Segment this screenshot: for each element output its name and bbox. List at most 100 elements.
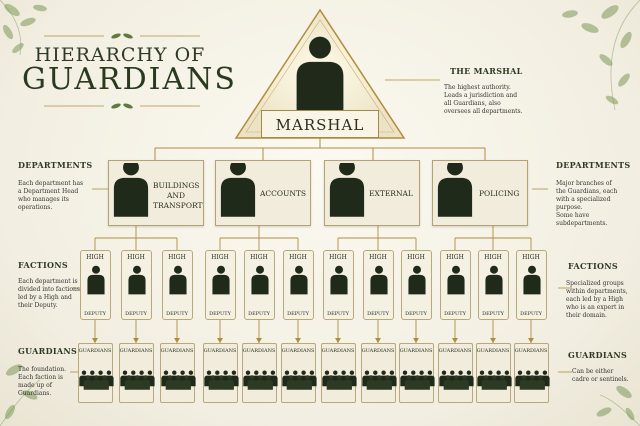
faction-high-label: HIGH bbox=[86, 254, 104, 261]
guardians-card: GUARDIANS bbox=[437, 343, 474, 403]
factions-right-heading: FACTIONS bbox=[568, 261, 618, 271]
person-silhouette-icon bbox=[127, 265, 146, 295]
guardians-label: GUARDIANS bbox=[78, 348, 112, 354]
guardians-label: GUARDIANS bbox=[281, 348, 315, 354]
department-accounts: ACCOUNTS bbox=[215, 160, 311, 226]
guardians-left-text: The foundation.Each faction is made up o… bbox=[18, 366, 67, 397]
guardians-card: GUARDIANS bbox=[241, 343, 278, 403]
faction-deputy-label: DEPUTY bbox=[482, 311, 504, 317]
faction-card: HIGH DEPUTY bbox=[282, 250, 314, 320]
guardians-card: GUARDIANS bbox=[360, 343, 397, 403]
faction-deputy-label: DEPUTY bbox=[327, 311, 349, 317]
faction-high-label: HIGH bbox=[289, 254, 307, 261]
person-silhouette-icon bbox=[250, 265, 269, 295]
faction-high-label: HIGH bbox=[484, 254, 502, 261]
person-silhouette-icon bbox=[446, 265, 465, 295]
guardians-group-icon bbox=[321, 370, 357, 390]
faction-deputy-label: DEPUTY bbox=[367, 311, 389, 317]
person-silhouette-icon bbox=[369, 265, 388, 295]
guardians-group-icon bbox=[399, 370, 435, 390]
guardians-group-icon bbox=[361, 370, 397, 390]
faction-high-label: HIGH bbox=[522, 254, 540, 261]
guardians-group-icon bbox=[281, 370, 317, 390]
department-external: EXTERNAL bbox=[324, 160, 420, 226]
faction-card: HIGH DEPUTY bbox=[322, 250, 354, 320]
department-head-icon bbox=[329, 163, 365, 217]
guardians-card: GUARDIANS bbox=[398, 343, 435, 403]
factions-left-heading: FACTIONS bbox=[18, 260, 68, 270]
department-label: POLICING bbox=[479, 189, 520, 198]
guardians-label: GUARDIANS bbox=[321, 348, 355, 354]
faction-high-label: HIGH bbox=[168, 254, 186, 261]
guardians-card: GUARDIANS bbox=[280, 343, 317, 403]
arrow-icon bbox=[70, 79, 572, 373]
marshal-note-heading: THE MARSHAL bbox=[450, 66, 523, 76]
guardians-label: GUARDIANS bbox=[160, 348, 194, 354]
guardians-right-heading: GUARDIANS bbox=[568, 350, 628, 360]
faction-card: HIGH DEPUTY bbox=[400, 250, 432, 320]
faction-high-label: HIGH bbox=[446, 254, 464, 261]
faction-high-label: HIGH bbox=[211, 254, 229, 261]
faction-card: HIGH DEPUTY bbox=[243, 250, 275, 320]
department-label: EXTERNAL bbox=[369, 189, 413, 198]
faction-card: HIGH DEPUTY bbox=[439, 250, 471, 320]
department-label: BUILDINGS AND TRANSPORT bbox=[153, 181, 203, 210]
person-silhouette-icon bbox=[329, 265, 348, 295]
faction-deputy-label: DEPUTY bbox=[444, 311, 466, 317]
faction-deputy-label: DEPUTY bbox=[125, 311, 147, 317]
faction-card: HIGH DEPUTY bbox=[515, 250, 547, 320]
guardians-card: GUARDIANS bbox=[513, 343, 550, 403]
faction-high-label: HIGH bbox=[369, 254, 387, 261]
department-buildings-and-transport: BUILDINGS AND TRANSPORT bbox=[108, 160, 204, 226]
guardians-label: GUARDIANS bbox=[242, 348, 276, 354]
guardians-card: GUARDIANS bbox=[77, 343, 114, 403]
page-title-line2: GUARDIANS bbox=[22, 62, 237, 97]
marshal-note-text: The highest authority.Leads a jurisdicti… bbox=[444, 84, 523, 115]
guardians-card: GUARDIANS bbox=[475, 343, 512, 403]
department-head-icon bbox=[220, 163, 256, 217]
guardians-label: GUARDIANS bbox=[514, 348, 548, 354]
person-silhouette-icon bbox=[522, 265, 541, 295]
departments-right-heading: DEPARTMENTS bbox=[556, 160, 631, 170]
guardians-group-icon bbox=[78, 370, 114, 390]
connector-lines bbox=[154, 138, 486, 160]
person-silhouette-icon bbox=[211, 265, 230, 295]
marshal-label: MARSHAL bbox=[261, 110, 379, 138]
faction-deputy-label: DEPUTY bbox=[405, 311, 427, 317]
faction-card: HIGH DEPUTY bbox=[477, 250, 509, 320]
person-silhouette-icon bbox=[484, 265, 503, 295]
guardians-card: GUARDIANS bbox=[202, 343, 239, 403]
guardians-label: GUARDIANS bbox=[203, 348, 237, 354]
faction-deputy-label: DEPUTY bbox=[248, 311, 270, 317]
guardians-card: GUARDIANS bbox=[320, 343, 357, 403]
guardians-label: GUARDIANS bbox=[438, 348, 472, 354]
guardians-left-heading: GUARDIANS bbox=[18, 346, 78, 356]
person-silhouette-icon bbox=[86, 265, 105, 295]
guardians-group-icon bbox=[242, 370, 278, 390]
person-silhouette-icon bbox=[168, 265, 187, 295]
faction-card: HIGH DEPUTY bbox=[362, 250, 394, 320]
guardians-label: GUARDIANS bbox=[476, 348, 510, 354]
department-head-icon bbox=[113, 163, 149, 217]
faction-deputy-label: DEPUTY bbox=[287, 311, 309, 317]
guardians-label: GUARDIANS bbox=[361, 348, 395, 354]
page-title-line1: HIERARCHY OF bbox=[34, 44, 206, 66]
faction-high-label: HIGH bbox=[329, 254, 347, 261]
guardians-label: GUARDIANS bbox=[119, 348, 153, 354]
guardians-group-icon bbox=[514, 370, 550, 390]
departments-left-heading: DEPARTMENTS bbox=[18, 160, 93, 170]
faction-deputy-label: DEPUTY bbox=[520, 311, 542, 317]
faction-high-label: HIGH bbox=[250, 254, 268, 261]
faction-high-label: HIGH bbox=[407, 254, 425, 261]
guardians-group-icon bbox=[160, 370, 196, 390]
guardians-group-icon bbox=[476, 370, 512, 390]
department-policing: POLICING bbox=[432, 160, 528, 226]
